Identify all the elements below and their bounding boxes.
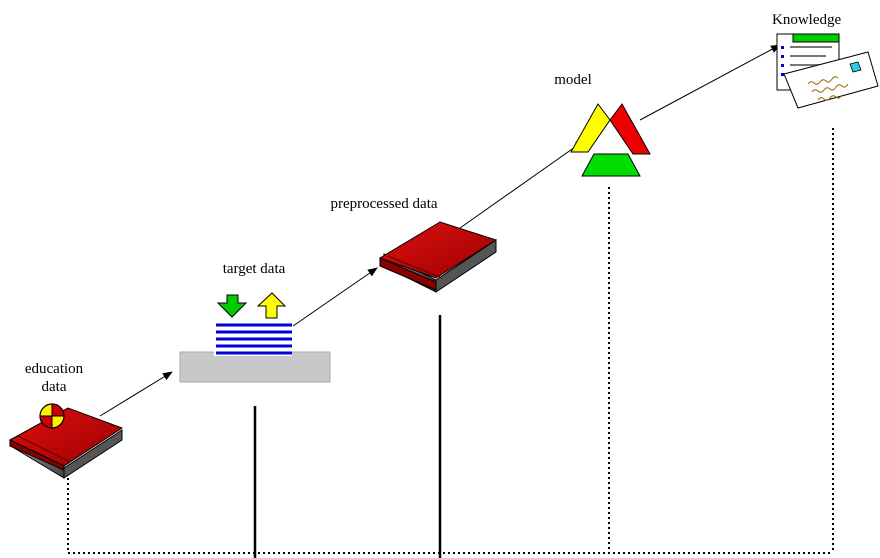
- target-data-lines: [216, 323, 292, 355]
- target-tray: [179, 351, 331, 383]
- baseline-guides: [67, 128, 834, 558]
- document-report-icon: [776, 33, 879, 109]
- arrow-preprocessed-to-model: [459, 139, 586, 229]
- stacked-lines-with-arrows-icon: [179, 292, 331, 383]
- model-green-part: [581, 153, 641, 177]
- book-with-pie-icon: [8, 403, 124, 479]
- book-icon: [378, 221, 498, 293]
- preprocessed-data-label: preprocessed data: [330, 196, 437, 212]
- knowledge-label: Knowledge: [772, 12, 841, 28]
- model-label: model: [554, 72, 592, 88]
- arrow-education-to-target: [99, 371, 173, 417]
- model-yellow-part: [570, 103, 611, 153]
- up-arrow-icon: [256, 292, 287, 319]
- target-data-label: target data: [223, 261, 286, 277]
- down-arrow-icon: [216, 294, 248, 318]
- model-red-part: [609, 103, 651, 155]
- flow-arrows: [99, 44, 781, 417]
- education-data-label-line1: education: [25, 361, 84, 377]
- arrow-target-to-preprocessed: [292, 267, 378, 327]
- arrow-model-to-knowledge: [639, 44, 781, 121]
- triangle-model-icon: [570, 103, 651, 177]
- education-data-label-line2: data: [42, 379, 67, 395]
